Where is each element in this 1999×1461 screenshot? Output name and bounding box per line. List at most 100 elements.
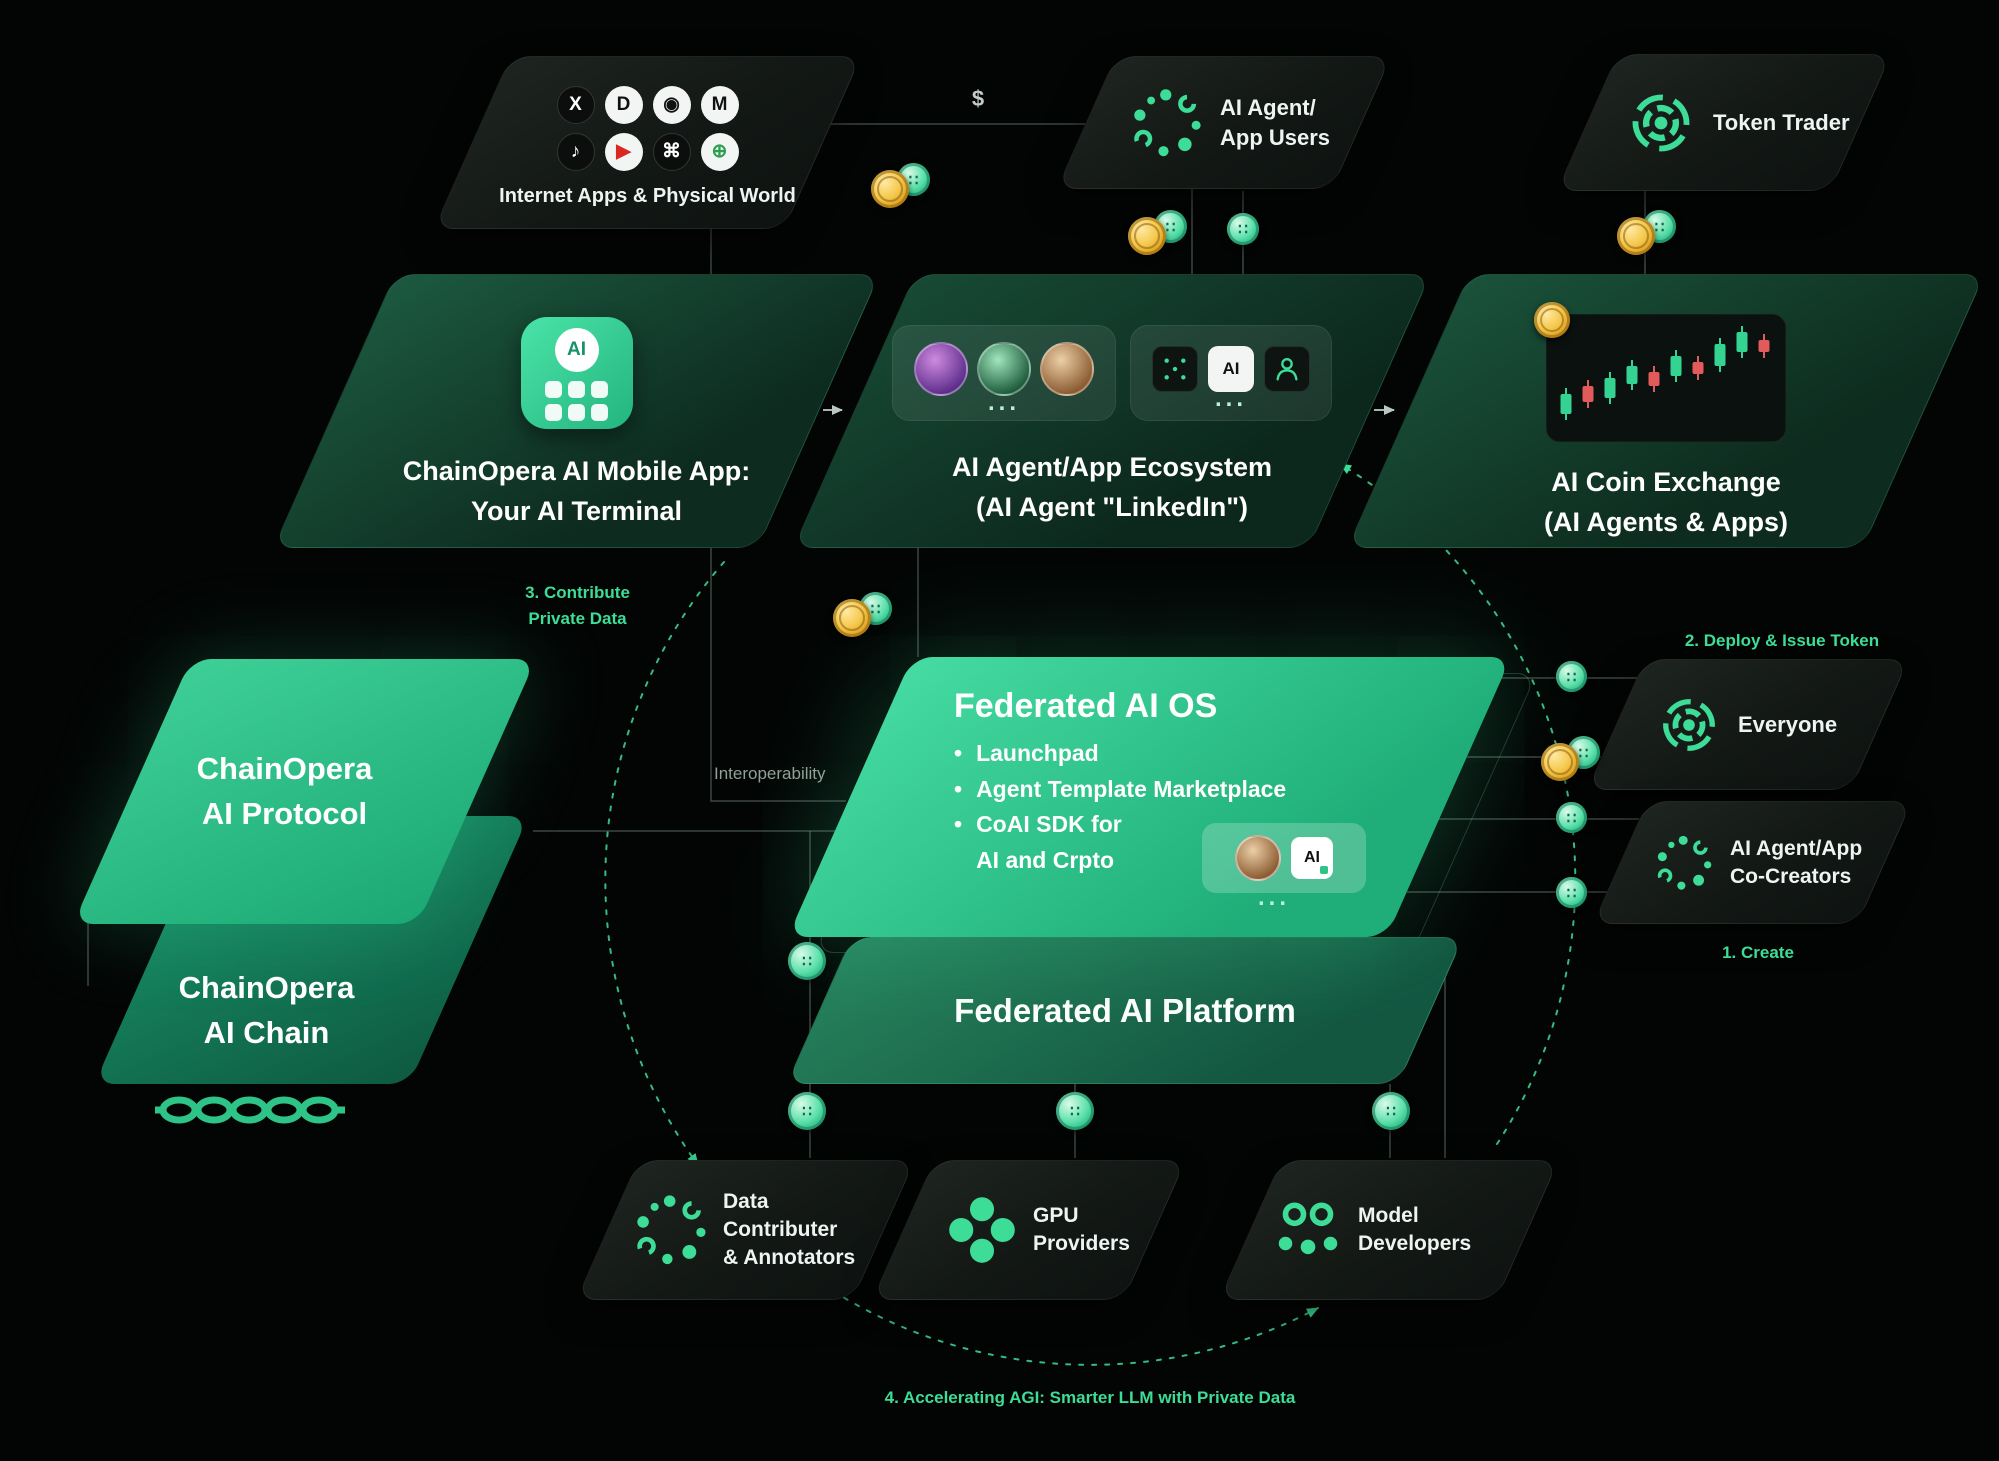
app-grid-icon	[1152, 345, 1198, 392]
gpu-providers-node: GPU Providers	[871, 1160, 1187, 1300]
ai-app-icon: AI	[1208, 345, 1254, 392]
coin-token-icon: ∷	[1372, 1092, 1410, 1130]
model-developers-icon	[1272, 1194, 1344, 1266]
ecosystem-title-line2: (AI Agent "LinkedIn")	[975, 492, 1249, 522]
data-contributors-line2: Contributer	[723, 1218, 838, 1242]
mobile-app-title-line2: Your AI Terminal	[470, 496, 682, 526]
ai-chain-node: ChainOpera AI Chain	[94, 816, 529, 1084]
co-creators-label-line1: AI Agent/App	[1730, 836, 1863, 860]
coin-gold-icon	[1541, 743, 1579, 781]
app-users-label-line2: App Users	[1220, 124, 1331, 150]
coin-token-icon: ∷	[1556, 661, 1587, 692]
coin-token-icon: ∷	[788, 942, 826, 980]
data-contributors-node: Data Contributer & Annotators	[575, 1160, 916, 1300]
coin-gold-icon	[871, 170, 909, 208]
os-bullet-marketplace: Agent Template Marketplace	[976, 775, 1287, 802]
ai-protocol-title-line1: ChainOpera	[196, 750, 373, 786]
ai-chain-title-line2: AI Chain	[203, 1015, 330, 1050]
ellipsis: ...	[987, 388, 1020, 416]
dollar-label: $	[971, 86, 985, 111]
internet-apps-label: Internet Apps & Physical World	[499, 184, 796, 207]
interoperability-label: Interoperability	[714, 764, 826, 783]
token-trader-icon	[1627, 89, 1695, 157]
data-contributors-line3: & Annotators	[723, 1245, 856, 1269]
gmail-icon: M	[700, 85, 739, 124]
federated-ai-platform-node: Federated AI Platform	[786, 937, 1464, 1084]
avatar	[1235, 835, 1281, 881]
everyone-label: Everyone	[1738, 711, 1838, 737]
gpu-providers-line2: Providers	[1033, 1232, 1130, 1255]
discord-icon: D	[604, 85, 643, 124]
co-creators-label-line2: Co-Creators	[1730, 864, 1852, 888]
model-developers-line1: Model	[1358, 1204, 1419, 1228]
federated-os-title: Federated AI OS	[954, 687, 1218, 725]
mobile-app-title-line1: ChainOpera AI Mobile App:	[402, 455, 751, 486]
everyone-node: Everyone	[1586, 659, 1910, 790]
coin-gold-icon	[1128, 217, 1166, 255]
app-users-node: AI Agent/ App Users	[1056, 56, 1392, 189]
create-label: 1. Create	[1722, 943, 1794, 962]
accelerating-agi-label: 4. Accelerating AGI: Smarter LLM with Pr…	[884, 1388, 1296, 1407]
coin-token-icon: ∷	[788, 1092, 826, 1130]
chain-links-icon	[155, 1096, 345, 1124]
coin-pair: ∷	[833, 592, 895, 638]
model-developers-line2: Developers	[1358, 1232, 1472, 1255]
coin-gold-icon	[1534, 301, 1570, 338]
ecosystem-node: ... AI ... AI Agent/App Ecosystem (AI Ag…	[793, 274, 1431, 548]
contribute-private-data-label: 3. Contribute Private Data	[525, 583, 630, 628]
coin-pair: ∷	[1128, 210, 1190, 256]
android-icon: ⊕	[700, 132, 739, 171]
coin-pair: ∷	[1541, 736, 1603, 782]
co-creators-icon	[1656, 834, 1714, 892]
mobile-app-node: AI ChainOpera AI Mobile App: Your AI Ter…	[273, 274, 880, 548]
os-agent-chip: AI	[1202, 823, 1366, 893]
apple-icon: ⌘	[652, 132, 691, 171]
agent-avatar	[1040, 341, 1094, 396]
candlestick-chart	[1534, 301, 1787, 442]
chainopera-app-icon: AI	[520, 316, 633, 429]
coin-gold-icon	[1617, 217, 1655, 255]
coin-exchange-title-line2: (AI Agents & Apps)	[1544, 507, 1788, 537]
ai-badge: AI	[1291, 837, 1333, 879]
gpu-icon	[947, 1195, 1017, 1265]
model-developers-node: Model Developers	[1218, 1160, 1560, 1300]
coin-token-icon: ∷	[1056, 1092, 1094, 1130]
ai-chain-title-line1: ChainOpera	[178, 970, 355, 1006]
token-trader-label: Token Trader	[1713, 109, 1850, 135]
everyone-icon	[1658, 694, 1720, 756]
ai-protocol-title-line2: AI Protocol	[201, 795, 368, 831]
agent-avatar	[914, 341, 968, 396]
coin-gold-icon	[833, 599, 871, 637]
federated-ai-os-node: Federated AI OS Launchpad Agent Template…	[787, 657, 1512, 937]
deploy-issue-token-label: 2. Deploy & Issue Token	[1684, 631, 1880, 650]
ecosystem-title-line1: AI Agent/App Ecosystem	[951, 451, 1273, 482]
coin-token-icon: ∷	[1556, 802, 1587, 833]
social-icons: X D ◉ M ♪ ▶ ⌘ ⊕	[556, 85, 739, 171]
token-trader-node: Token Trader	[1556, 54, 1892, 191]
coin-exchange-node: AI Coin Exchange (AI Agents & Apps)	[1347, 274, 1985, 548]
ellipsis: ...	[1258, 884, 1291, 911]
agent-avatar	[977, 341, 1031, 396]
ai-protocol-node: ChainOpera AI Protocol	[73, 659, 536, 924]
coin-token-icon: ∷	[1556, 877, 1587, 908]
coin-pair: ∷	[1617, 210, 1679, 256]
coin-pair: ∷	[871, 163, 933, 209]
chrome-icon: ◉	[652, 85, 691, 124]
data-contributors-icon	[635, 1193, 709, 1267]
data-contributors-line1: Data	[723, 1190, 769, 1214]
os-bullet-launchpad: Launchpad	[976, 740, 1099, 766]
app-icon-keys	[545, 380, 608, 421]
gpu-providers-line1: GPU	[1033, 1204, 1079, 1228]
youtube-icon: ▶	[604, 132, 643, 171]
agent-avatars-panel: ...	[892, 324, 1116, 421]
tiktok-icon: ♪	[556, 132, 595, 171]
person-app-icon	[1264, 345, 1310, 392]
users-network-icon	[1132, 87, 1204, 159]
app-icon-ai-badge: AI	[554, 327, 599, 372]
candlestick-chart-icon	[1545, 313, 1787, 442]
internet-apps-node: X D ◉ M ♪ ▶ ⌘ ⊕ Internet Apps & Physical…	[433, 56, 862, 229]
ellipsis: ...	[1214, 384, 1247, 412]
app-users-label-line1: AI Agent/	[1220, 95, 1316, 121]
